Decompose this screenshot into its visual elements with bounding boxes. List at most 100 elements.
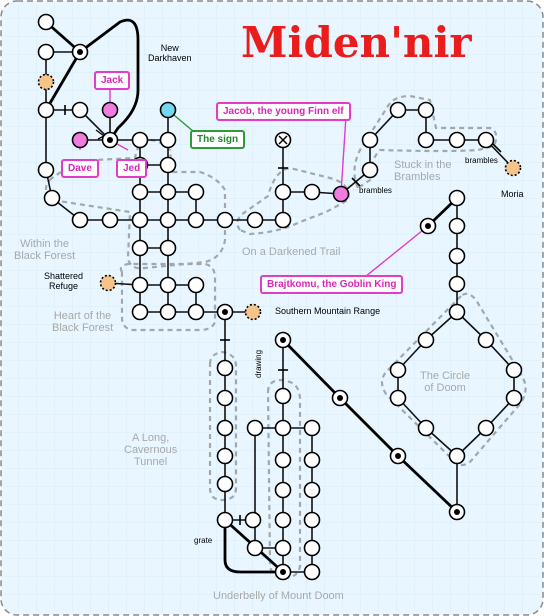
path-segment-main (397, 454, 458, 514)
room-node (37, 13, 55, 31)
room-node (448, 303, 466, 321)
character-node (71, 131, 89, 149)
label-southern-mountain-range: Southern Mountain Range (275, 306, 381, 316)
room-node (216, 389, 234, 407)
label-moria: Moria (501, 189, 524, 199)
room-node (131, 239, 149, 257)
room-node (274, 183, 292, 201)
blocked-mark (278, 135, 288, 145)
room-node (216, 475, 234, 493)
room-node (187, 303, 205, 321)
room-node (246, 419, 264, 437)
character-brajtkomu[interactable]: Brajtkomu, the Goblin King (260, 275, 404, 294)
label-new-darkhaven: New Darkhaven (148, 43, 192, 63)
node-center (425, 223, 431, 229)
room-node (303, 419, 321, 437)
room-node (131, 276, 149, 294)
room-node (448, 189, 466, 207)
room-node (216, 447, 234, 465)
room-node (131, 211, 149, 229)
room-node (274, 481, 292, 499)
room-node (505, 389, 523, 407)
room-node (246, 539, 264, 557)
region-outline-brambles (353, 94, 498, 190)
room-node (159, 156, 177, 174)
path-segment-main (44, 51, 82, 111)
character-dave[interactable]: Dave (61, 159, 99, 178)
room-node (187, 211, 205, 229)
room-node (448, 447, 466, 465)
room-node (448, 131, 466, 149)
region-heart-black-forest: Heart of the Black Forest (52, 310, 114, 335)
node-center (107, 137, 113, 143)
room-node (303, 183, 321, 201)
room-node (159, 131, 177, 149)
character-node (101, 101, 119, 119)
room-node (159, 239, 177, 257)
room-node (159, 303, 177, 321)
node-center (395, 453, 401, 459)
label-grate: grate (194, 536, 213, 545)
room-node (448, 217, 466, 235)
room-node (274, 451, 292, 469)
label-shattered-refuge: Shattered Refuge (44, 271, 84, 291)
underbelly-road (223, 520, 283, 574)
room-node (274, 539, 292, 557)
region-circle-of-doom: The Circle of Doom (420, 370, 471, 395)
room-node (361, 131, 379, 149)
room-node (417, 101, 435, 119)
region-underbelly: Underbelly of Mount Doom (213, 590, 344, 602)
room-node (303, 539, 321, 557)
room-node (246, 211, 264, 229)
door-marker (351, 177, 361, 187)
room-node (71, 211, 89, 229)
node-center (280, 337, 286, 343)
exit-node (99, 274, 117, 292)
region-within-black-forest: Within the Black Forest (14, 238, 76, 263)
room-node (216, 419, 234, 437)
room-node (159, 276, 177, 294)
room-node (244, 511, 262, 529)
room-node (303, 563, 321, 581)
room-node (361, 161, 379, 179)
node-center (454, 509, 460, 515)
sign-node (159, 101, 177, 119)
room-node (505, 361, 523, 379)
room-node (131, 183, 149, 201)
node-center (77, 49, 83, 55)
room-node (477, 419, 495, 437)
character-jed[interactable]: Jed (116, 159, 148, 178)
room-node (477, 131, 495, 149)
exit-node (37, 73, 55, 91)
sign-object[interactable]: The sign (190, 130, 246, 149)
region-outline-tunnel (208, 350, 238, 502)
room-node (303, 511, 321, 529)
room-node (216, 511, 234, 529)
room-node (477, 331, 495, 349)
path-segment-main (282, 339, 341, 399)
character-jack[interactable]: Jack (94, 71, 131, 90)
room-node (274, 419, 292, 437)
path-segment-main (339, 397, 399, 457)
room-node (274, 211, 292, 229)
exit-node (504, 159, 522, 177)
node-center (280, 569, 286, 575)
room-node (131, 131, 149, 149)
region-outline-heart (119, 262, 217, 332)
exit-node (244, 303, 262, 321)
character-jacob[interactable]: Jacob, the young Finn elf (216, 102, 351, 121)
room-node (37, 101, 55, 119)
room-node (417, 331, 435, 349)
character-node (332, 185, 350, 203)
label-drawing: drawing (254, 349, 263, 378)
room-node (303, 451, 321, 469)
room-node (417, 131, 435, 149)
region-stuck-brambles: Stuck in the Brambles (394, 159, 452, 184)
room-node (131, 303, 149, 321)
room-node (216, 211, 234, 229)
room-node (37, 161, 55, 179)
room-node (43, 189, 61, 207)
room-node (71, 101, 89, 119)
room-node (274, 387, 292, 405)
